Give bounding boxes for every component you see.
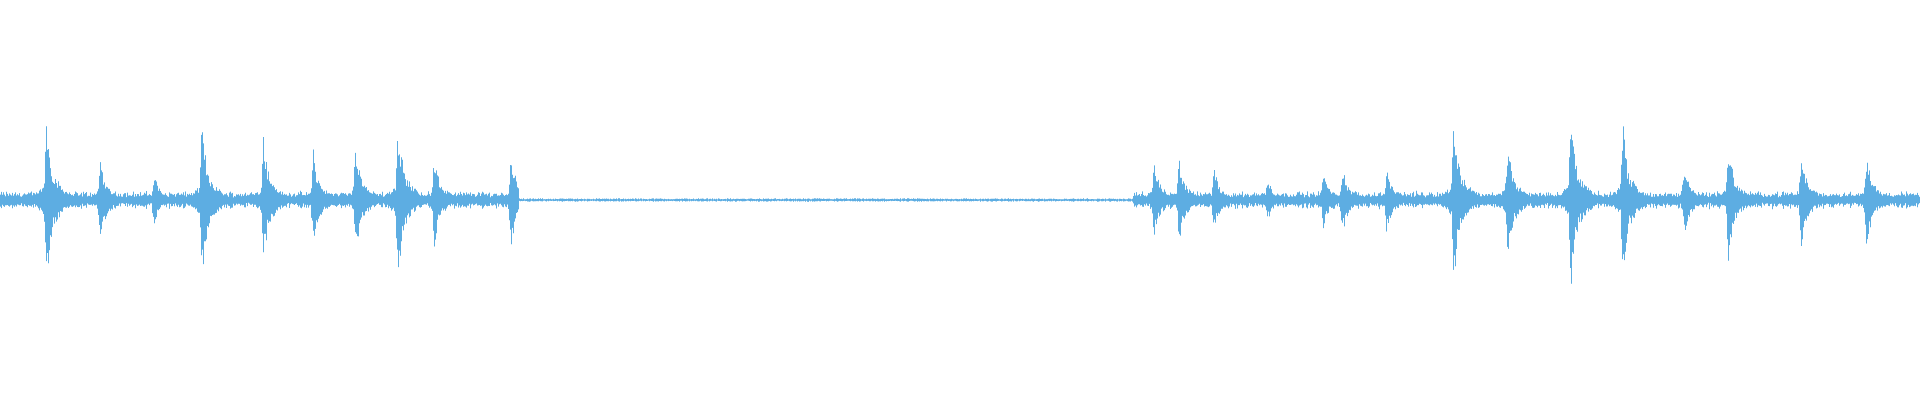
waveform-bars xyxy=(0,126,1920,284)
